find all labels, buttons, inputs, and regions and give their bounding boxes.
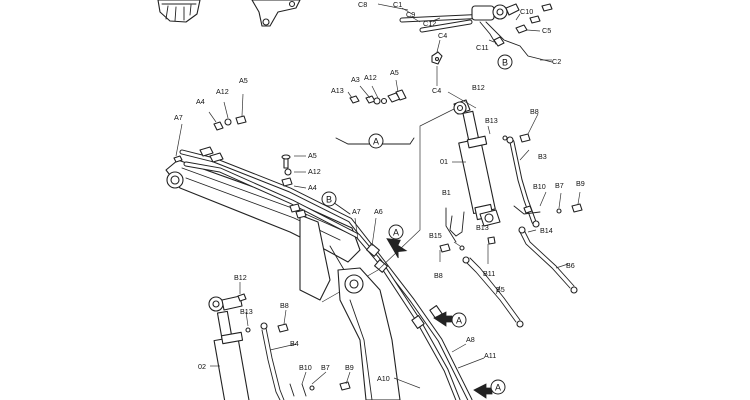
callout-b4: B4: [290, 339, 299, 348]
callout-b8-mid: B8: [434, 271, 443, 280]
callout-a7-top: A7: [174, 113, 183, 122]
callout-c4-lower: C4: [432, 86, 441, 95]
boom-hardware: [173, 93, 377, 247]
callout-b13-left: B13: [240, 307, 253, 316]
callout-b13-mid: B13: [476, 223, 489, 232]
callout-b13-right: B13: [485, 116, 498, 125]
marker-a-group: A: [368, 133, 384, 149]
callout-a6: A6: [374, 207, 383, 216]
callout-b9-left: B9: [345, 363, 354, 372]
callout-b12-right: B12: [472, 83, 485, 92]
c-group-cylinder-lines: [399, 3, 553, 65]
callout-c10: C10: [520, 7, 533, 16]
callout-02: 02: [198, 362, 206, 371]
link-bracket-drawing: [251, 0, 301, 27]
callout-b12-left: B12: [234, 273, 247, 282]
callout-b5: B5: [496, 285, 505, 294]
callout-a5-top: A5: [239, 76, 248, 85]
callout-c8: C8: [358, 0, 367, 9]
callout-b3: B3: [538, 152, 547, 161]
callout-a12-boom: A12: [308, 167, 321, 176]
callout-c1: C1: [393, 0, 402, 9]
callout-a10: A10: [377, 374, 390, 383]
cylinder-01: [445, 91, 501, 243]
marker-b-mid: B: [321, 191, 337, 207]
marker-a-group-text: A: [373, 137, 379, 147]
callout-c5: C5: [542, 26, 551, 35]
marker-a-arrow-2: A: [451, 312, 467, 328]
marker-b-top: B: [497, 54, 513, 70]
callout-labels: C8 C1 C9 C12 C10 C5 C11 C4 C4 C2 A5 A12 …: [174, 0, 585, 383]
callout-c9: C9: [406, 10, 415, 19]
callout-a7-boom: A7: [352, 207, 361, 216]
callout-b10-right: B10: [533, 182, 546, 191]
callout-b11: B11: [483, 269, 495, 278]
callout-b7-right: B7: [555, 181, 564, 190]
callout-a4-boom: A4: [308, 183, 317, 192]
callout-c2: C2: [552, 57, 561, 66]
callout-b15: B15: [429, 231, 442, 240]
marker-b-top-text: B: [502, 58, 508, 68]
stick-arm: [337, 267, 485, 400]
marker-a-arrow-3: A: [490, 379, 506, 395]
callout-b9-right: B9: [576, 179, 585, 188]
c-group-leaders: [377, 3, 552, 86]
callout-c4-upper: C4: [438, 31, 447, 40]
callout-a5-boom: A5: [308, 151, 317, 160]
marker-a-arrow-1-text: A: [393, 228, 399, 238]
callout-a12-top: A12: [216, 87, 229, 96]
cylinder-01-pipes: [439, 113, 583, 328]
callout-b14: B14: [540, 226, 553, 235]
cylinder-02: [208, 282, 351, 400]
callout-a12-mid: A12: [364, 73, 377, 82]
callout-b8-right: B8: [530, 107, 539, 116]
bucket-fragment-drawing: [157, 0, 201, 23]
direction-arrows: [386, 238, 493, 399]
callout-b7-left: B7: [321, 363, 330, 372]
a-group-detail: [335, 79, 415, 145]
callout-01: 01: [440, 157, 448, 166]
marker-b-mid-text: B: [326, 195, 332, 205]
callout-a8: A8: [466, 335, 475, 344]
callout-b1: B1: [442, 188, 451, 197]
callout-b10-left: B10: [299, 363, 312, 372]
callout-c11: C11: [476, 43, 489, 52]
callout-c12: C12: [423, 19, 436, 28]
callout-a5-mid: A5: [390, 68, 399, 77]
callout-a11: A11: [484, 351, 496, 360]
marker-a-arrow-2-text: A: [456, 316, 462, 326]
callout-a3: A3: [351, 75, 360, 84]
callout-b6: B6: [566, 261, 575, 270]
callout-b8-left: B8: [280, 301, 289, 310]
callout-a4-top: A4: [196, 97, 205, 106]
callout-a13: A13: [331, 86, 344, 95]
marker-a-arrow-3-text: A: [495, 383, 501, 393]
marker-a-arrow-1: A: [388, 224, 404, 240]
boom-hose-lines: [179, 146, 473, 400]
